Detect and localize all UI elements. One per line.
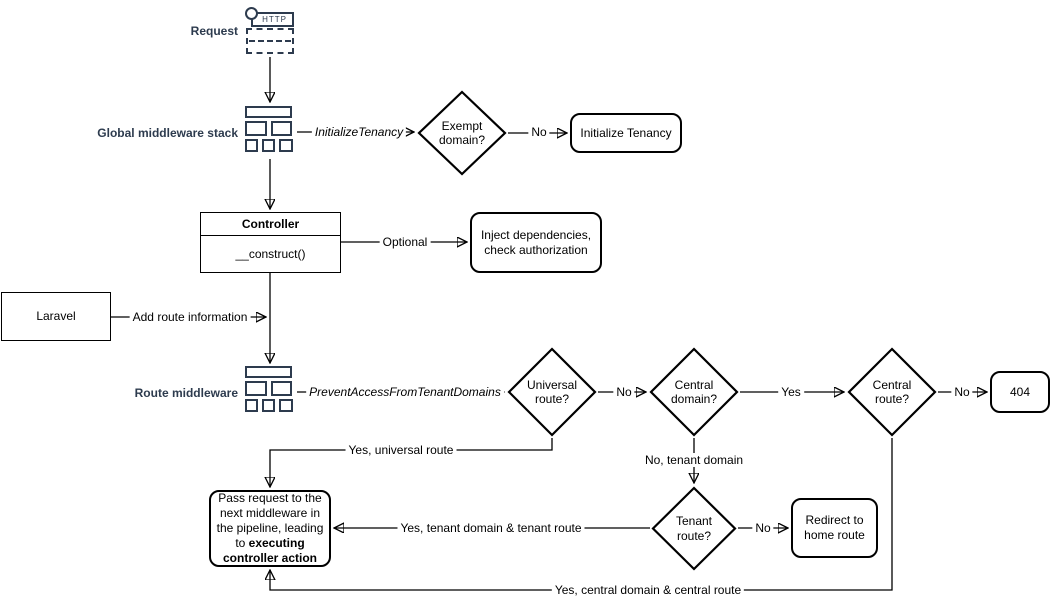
controller-method: __construct() (235, 247, 306, 261)
stack-row3c-icon (279, 399, 293, 412)
stack-row2a-icon (245, 381, 267, 396)
central-domain-decision: Central domain? (649, 347, 739, 437)
404-text: 404 (1009, 384, 1031, 399)
404-box: 404 (990, 371, 1050, 413)
stack-row2a-icon (245, 121, 267, 136)
tenant-route-decision: Tenant route? (651, 486, 737, 571)
edge-label-add-route-information: Add route information (129, 310, 251, 324)
edge-label-exempt-no: No (528, 125, 550, 139)
pass-request-text: Pass request to the next middleware in t… (216, 491, 324, 566)
edge-label-prevent-access: PreventAccessFromTenantDomains (306, 385, 504, 399)
laravel-text: Laravel (36, 309, 76, 323)
central-domain-text: Central domain? (670, 377, 718, 406)
edge-label-central-yes: Yes, central domain & central route (551, 583, 745, 597)
exempt-domain-text: Exempt domain? (438, 118, 486, 147)
laravel-box: Laravel (1, 292, 111, 341)
stack-row3b-icon (262, 139, 275, 152)
tenant-route-text: Tenant route? (675, 514, 713, 543)
edge-label-central-domain-yes: Yes (778, 385, 804, 399)
stack-row3a-icon (245, 139, 258, 152)
pass-request-box: Pass request to the next middleware in t… (209, 490, 331, 567)
controller-box: Controller __construct() (200, 212, 341, 273)
stack-row1-icon (245, 106, 292, 118)
http-circle-icon (245, 7, 258, 20)
request-body-divider (249, 40, 291, 42)
global-middleware-stack-icon (245, 106, 296, 158)
redirect-home-text: Redirect to home route (804, 513, 865, 542)
edge-label-tenant-yes: Yes, tenant domain & tenant route (397, 521, 585, 535)
edge-label-initialize-tenancy: InitializeTenancy (311, 125, 407, 139)
initialize-tenancy-text: Initialize Tenancy (580, 125, 672, 140)
request-body-icon (246, 28, 294, 54)
universal-route-text: Universal route? (526, 377, 577, 406)
route-middleware-label: Route middleware (134, 386, 238, 400)
edge-label-tenant-route-no: No (752, 521, 774, 535)
stack-row3c-icon (279, 139, 293, 152)
pass-request-text-bold: executing controller action (222, 536, 317, 565)
stack-row1-icon (245, 366, 292, 378)
inject-dependencies-box: Inject dependencies, check authorization (470, 212, 602, 273)
edge-label-universal-no: No (613, 385, 635, 399)
edge-label-central-route-no: No (951, 385, 973, 399)
stack-row3b-icon (262, 399, 275, 412)
redirect-home-box: Redirect to home route (791, 498, 878, 558)
inject-dependencies-text: Inject dependencies, check authorization (480, 227, 592, 257)
route-middleware-stack-icon (245, 366, 296, 418)
stack-row2b-icon (271, 381, 292, 396)
edge-label-universal-yes: Yes, universal route (345, 443, 457, 457)
edge-label-tenant-domain-no: No, tenant domain (641, 453, 747, 467)
http-request-icon: HTTP (245, 7, 295, 55)
edge-label-optional: Optional (379, 235, 431, 249)
stack-row2b-icon (271, 121, 292, 136)
central-route-decision: Central route? (847, 347, 937, 437)
stack-row3a-icon (245, 399, 258, 412)
controller-title: Controller (201, 213, 340, 236)
global-middleware-label: Global middleware stack (97, 126, 238, 140)
request-label: Request (190, 24, 238, 38)
exempt-domain-decision: Exempt domain? (417, 90, 507, 176)
universal-route-decision: Universal route? (507, 347, 597, 437)
initialize-tenancy-box: Initialize Tenancy (570, 113, 682, 153)
pass-request-text-normal: Pass request to the next middleware in t… (216, 491, 324, 550)
central-route-text: Central route? (872, 377, 912, 406)
